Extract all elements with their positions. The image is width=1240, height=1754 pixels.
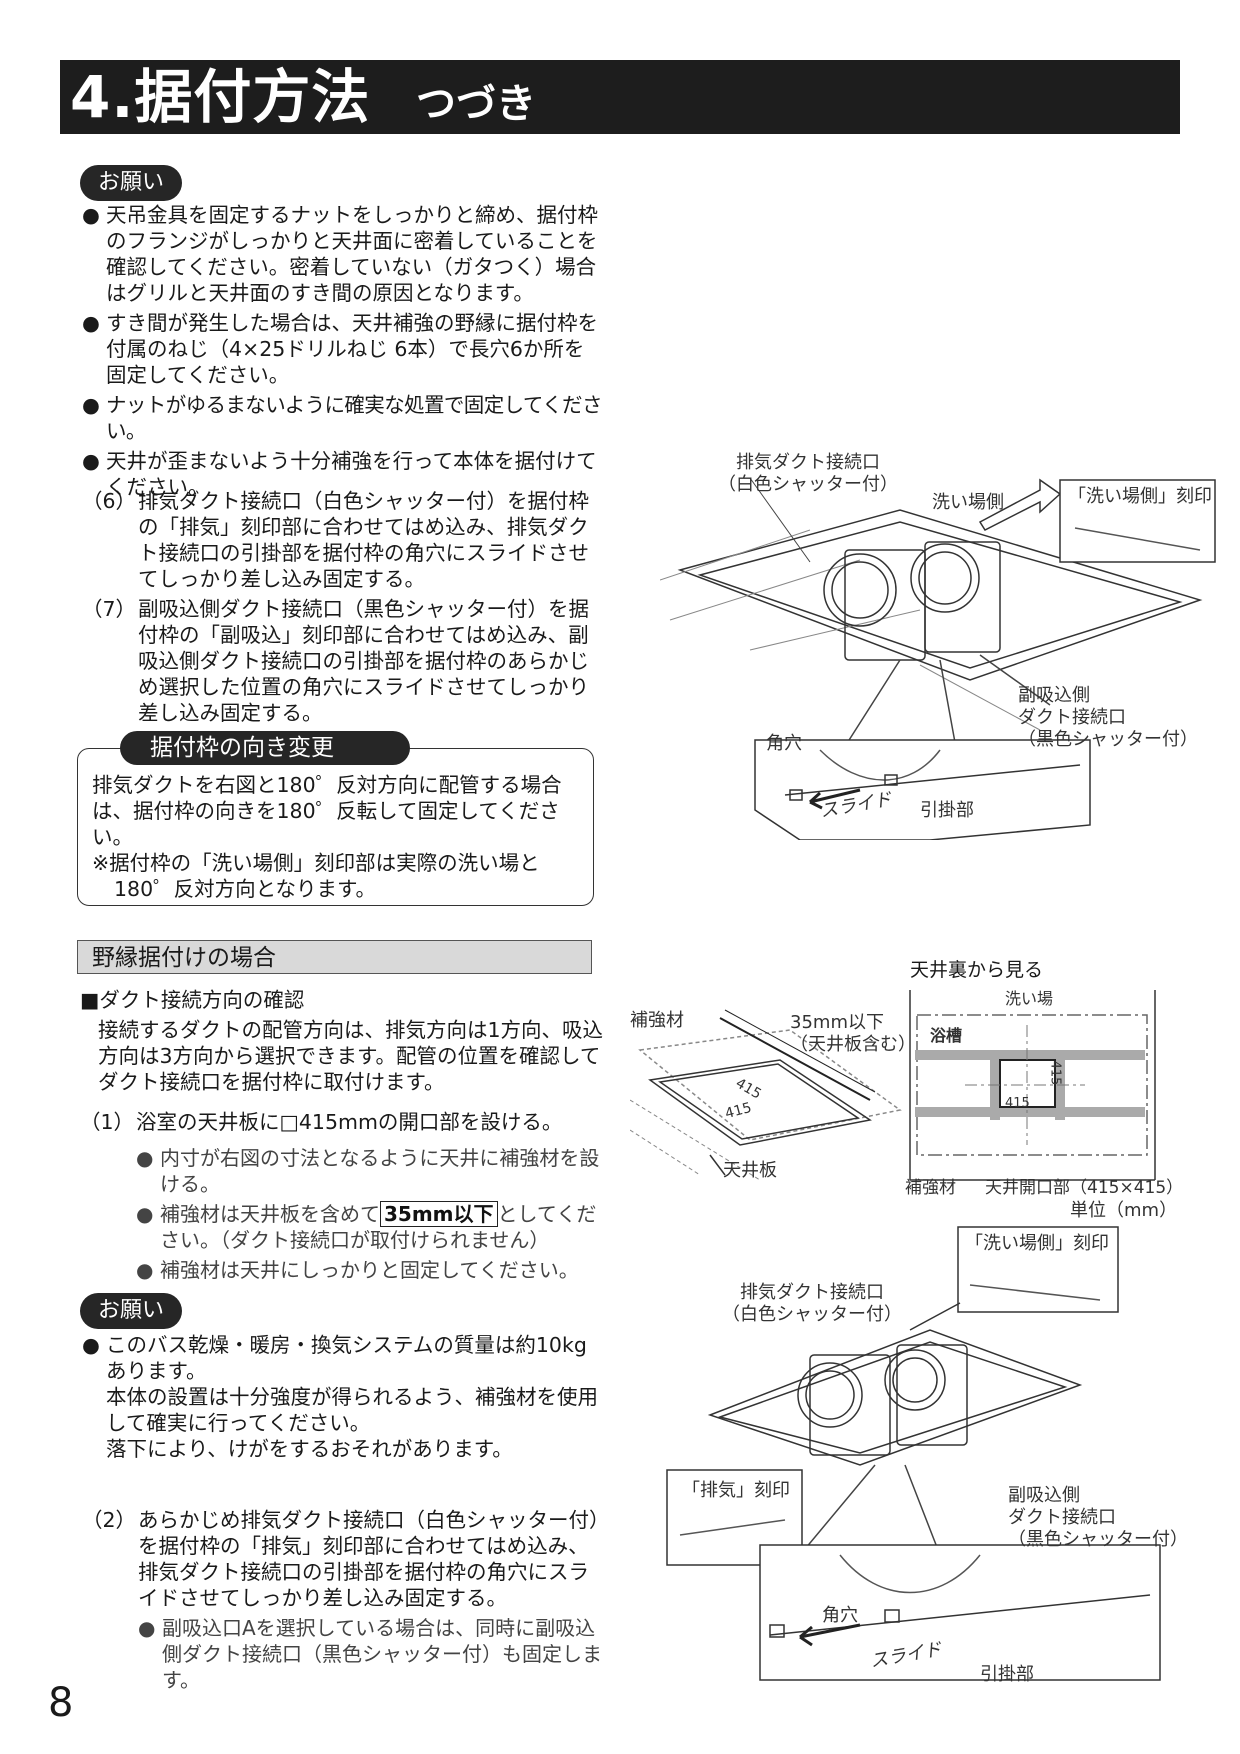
fig1-sub-inlet-label: 副吸込側ダクト接続口（黒色シャッター付） <box>1018 685 1198 750</box>
notice-bullet: ●ナットがゆるまないように確実な処置で固定してください。 <box>82 393 602 443</box>
key-dimension: 35mm以下 <box>380 1201 498 1227</box>
orientation-box-label: 据付枠の向き変更 <box>120 731 410 765</box>
fig3-opening-label: 天井開口部（415×415） <box>985 1178 1184 1198</box>
fig2-ceiling-label: 天井板 <box>723 1160 777 1181</box>
page-title-bar: 4.据付方法 つづき <box>60 60 1180 134</box>
fig1-washing-label: 洗い場側 <box>932 492 1004 513</box>
fig2-dim-label: 35mm以下（天井板含む） <box>790 1012 916 1055</box>
fig1-square-hole-label: 角穴 <box>766 733 802 754</box>
step-7: （7）副吸込側ダクト接続口（黒色シャッター付）を据付枠の「副吸込」刻印部に合わせ… <box>82 597 589 725</box>
notice-label: お願い <box>80 165 183 201</box>
fig4-stamp-label: 「洗い場側」刻印 <box>965 1233 1109 1254</box>
notice-bullet: ●天井が歪まないよう十分補強を行って本体を据付けてください。 <box>82 449 597 499</box>
fig1-exhaust-label: 排気ダクト接続口（白色シャッター付） <box>718 452 898 495</box>
fig2-reinforce-label: 補強材 <box>630 1010 684 1031</box>
fig3-size-label: 415 <box>1047 1060 1063 1086</box>
notice2-text: 落下により、けがをするおそれがあります。 <box>106 1437 513 1461</box>
fig3-unit-label: 単位（mm） <box>1070 1200 1178 1221</box>
notice-label: お願い <box>80 1293 183 1329</box>
section-subheading: ■ダクト接続方向の確認 <box>80 988 305 1012</box>
step-2: （2）あらかじめ排気ダクト接続口（白色シャッター付）を据付枠の「排気」刻印部に合… <box>82 1508 600 1610</box>
steps-block: （6）排気ダクト接続口（白色シャッター付）を据付枠の「排気」刻印部に合わせてはめ… <box>82 488 602 726</box>
fig3-reinforce-label: 補強材 <box>905 1178 956 1198</box>
step-2-block: （2）あらかじめ排気ダクト接続口（白色シャッター付）を据付枠の「排気」刻印部に合… <box>82 1507 607 1693</box>
orientation-text: 排気ダクトを右図と180゜反対方向に配管する場合は、据付枠の向きを180゜反転し… <box>92 773 562 849</box>
page-subtitle: つづき <box>416 81 536 127</box>
step-1-bullet: ●補強材は天井にしっかりと固定してください。 <box>136 1258 579 1282</box>
notice-bullets: ●天吊金具を固定するナットをしっかりと締め、据付枠のフランジがしっかりと天井面に… <box>82 202 602 500</box>
step-1: （1）浴室の天井板に□415mmの開口部を設ける。 <box>80 1110 563 1134</box>
notice-bullet: ●天吊金具を固定するナットをしっかりと締め、据付枠のフランジがしっかりと天井面に… <box>82 203 598 305</box>
figure-ceiling-board <box>630 1009 902 1180</box>
fig3-title: 天井裏から見る <box>910 959 1044 981</box>
section-body: ■ダクト接続方向の確認 接続するダクトの配管方向は、排気方向は1方向、吸込方向は… <box>80 987 605 1283</box>
notice2-bullet: ●このバス乾燥・暖房・換気システムの質量は約10kgあります。 <box>82 1333 587 1383</box>
notice-bullet: ●すき間が発生した場合は、天井補強の野縁に据付枠を付属のねじ（4×25ドリルねじ… <box>82 311 598 387</box>
fig4-sub-inlet-label: 副吸込側ダクト接続口（黒色シャッター付） <box>1008 1485 1188 1550</box>
fig4-exhaust-stamp-label: 「排気」刻印 <box>682 1480 790 1501</box>
orientation-note: ※据付枠の「洗い場側」刻印部は実際の洗い場と180゜反対方向となります。 <box>92 851 540 901</box>
notice2-text: 本体の設置は十分強度が得られるよう、補強材を使用して確実に行ってください。 <box>106 1385 598 1435</box>
fig4-exhaust-label: 排気ダクト接続口（白色シャッター付） <box>722 1282 902 1325</box>
fig3-tub-label: 浴槽 <box>930 1026 963 1045</box>
fig4-square-hole-label: 角穴 <box>822 1605 858 1626</box>
notice2-body: ●このバス乾燥・暖房・換気システムの質量は約10kgあります。 本体の設置は十分… <box>82 1332 602 1462</box>
fig3-size-label: 415 <box>1005 1096 1030 1111</box>
step-6: （6）排気ダクト接続口（白色シャッター付）を据付枠の「排気」刻印部に合わせてはめ… <box>82 489 589 591</box>
fig1-hook-label: 引掛部 <box>920 800 974 821</box>
page-number: 8 <box>48 1680 74 1726</box>
figure-ceiling-plan <box>909 990 1156 1181</box>
fig1-stamp-label: 「洗い場側」刻印 <box>1068 486 1212 507</box>
page-title: 4.据付方法 <box>70 63 371 131</box>
step-2-bullet: ●副吸込口Aを選択している場合は、同時に副吸込側ダクト接続口（黒色シャッター付）… <box>138 1616 602 1692</box>
figure-exhaust-install <box>666 1226 1161 1681</box>
section-intro: 接続するダクトの配管方向は、排気方向は1方向、吸込方向は3方向から選択できます。… <box>98 1018 604 1094</box>
orientation-box-body: 排気ダクトを右図と180゜反対方向に配管する場合は、据付枠の向きを180゜反転し… <box>92 772 582 902</box>
fig3-washing-label: 洗い場 <box>1005 989 1054 1008</box>
section-heading: 野縁据付けの場合 <box>77 940 592 974</box>
figure-frame-install <box>660 477 1216 840</box>
fig4-hook-label: 引掛部 <box>980 1664 1034 1685</box>
step-1-bullet: ●内寸が右図の寸法となるように天井に補強材を設ける。 <box>136 1146 600 1196</box>
